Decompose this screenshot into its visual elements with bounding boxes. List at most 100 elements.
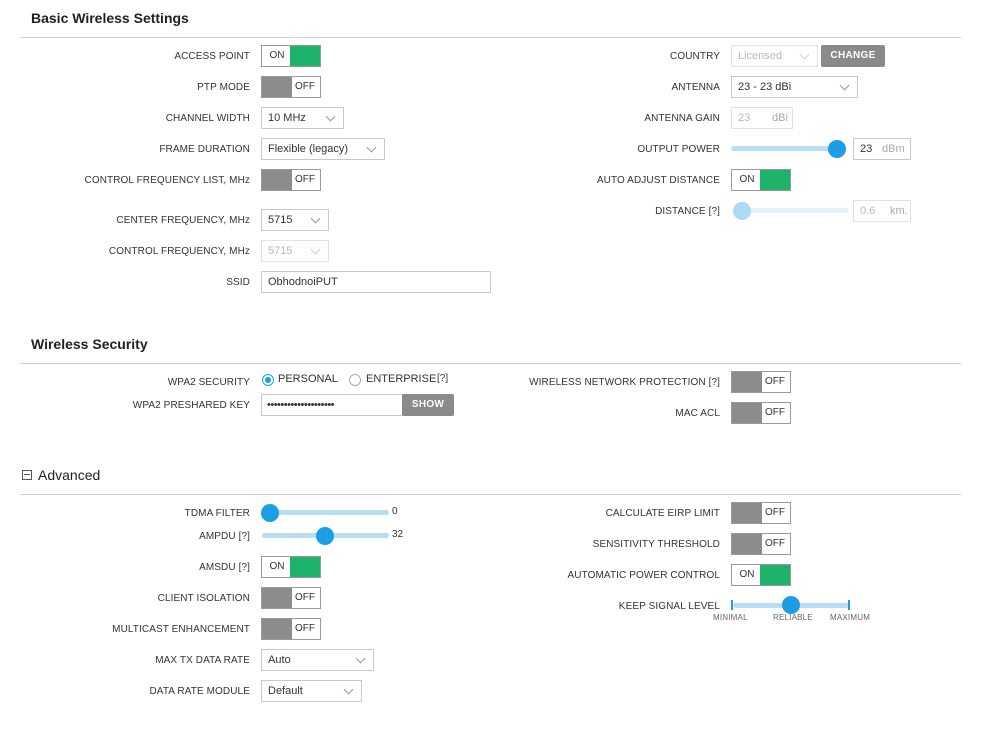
output-power-input[interactable]: 23 dBm — [853, 138, 911, 160]
client-isolation-label: CLIENT ISOLATION — [157, 593, 250, 604]
wireless-network-protection-label: WIRELESS NETWORK PROTECTION [?] — [529, 377, 720, 388]
output-power-label: OUTPUT POWER — [637, 144, 720, 155]
toggle-state: OFF — [295, 174, 315, 185]
channel-width-label: CHANNEL WIDTH — [165, 113, 250, 124]
antenna-select[interactable]: 23 - 23 dBi — [731, 76, 858, 98]
input-value: 23 — [738, 112, 751, 124]
control-frequency-list-toggle[interactable]: OFF — [261, 169, 321, 191]
section-divider — [20, 363, 961, 364]
ptp-mode-label: PTP MODE — [197, 82, 250, 93]
ssid-label: SSID — [226, 277, 250, 288]
scale-label-maximum: MAXIMUM — [830, 613, 871, 622]
toggle-state: OFF — [295, 592, 315, 603]
automatic-power-control-toggle[interactable]: ON — [731, 564, 791, 586]
section-title-basic-wireless: Basic Wireless Settings — [31, 10, 189, 26]
data-rate-module-select[interactable]: Default — [261, 680, 362, 702]
antenna-gain-label: ANTENNA GAIN — [644, 113, 720, 124]
wpa2-preshared-key-label: WPA2 PRESHARED KEY — [132, 400, 250, 411]
keep-signal-level-label: KEEP SIGNAL LEVEL — [618, 601, 720, 612]
max-tx-data-rate-select[interactable]: Auto — [261, 649, 374, 671]
toggle-state: ON — [739, 569, 755, 580]
tdma-filter-label: TDMA FILTER — [184, 508, 250, 519]
select-value: Licensed — [738, 50, 783, 62]
chevron-down-icon — [799, 49, 810, 60]
slider-tick — [731, 600, 733, 610]
control-frequency-select: 5715 — [261, 240, 329, 262]
frame-duration-label: FRAME DURATION — [159, 144, 250, 155]
select-value: 5715 — [268, 245, 293, 257]
toggle-state: ON — [269, 50, 285, 61]
output-power-slider-track[interactable] — [731, 146, 844, 151]
change-country-button[interactable]: CHANGE — [821, 45, 885, 67]
chevron-down-icon — [355, 653, 366, 664]
ampdu-label: AMPDU [?] — [199, 531, 250, 542]
ssid-input[interactable]: ObhodnoiPUT — [261, 271, 491, 293]
toggle-state: OFF — [295, 81, 315, 92]
data-rate-module-label: DATA RATE MODULE — [149, 686, 250, 697]
sensitivity-threshold-toggle[interactable]: OFF — [731, 533, 791, 555]
calculate-eirp-limit-label: CALCULATE EIRP LIMIT — [605, 508, 720, 519]
wpa2-enterprise-label: ENTERPRISE — [366, 373, 437, 385]
wpa2-preshared-key-input[interactable]: •••••••••••••••••••• — [261, 394, 403, 416]
input-value: •••••••••••••••••••• — [267, 399, 335, 411]
max-tx-data-rate-label: MAX TX DATA RATE — [155, 655, 250, 666]
section-title-advanced[interactable]: Advanced — [38, 467, 101, 483]
amsdu-toggle[interactable]: ON — [261, 556, 321, 578]
section-title-wireless-security: Wireless Security — [31, 336, 148, 352]
calculate-eirp-limit-toggle[interactable]: OFF — [731, 502, 791, 524]
output-power-slider-handle[interactable] — [828, 140, 847, 158]
ptp-mode-toggle[interactable]: OFF — [261, 76, 321, 98]
select-value: Default — [268, 685, 303, 697]
select-value: 23 - 23 dBi — [738, 81, 792, 93]
scale-label-minimal: MINIMAL — [713, 613, 748, 622]
access-point-toggle[interactable]: ON — [261, 45, 321, 67]
toggle-state: OFF — [295, 623, 315, 634]
multicast-enhancement-toggle[interactable]: OFF — [261, 618, 321, 640]
distance-label: DISTANCE [?] — [655, 206, 720, 217]
automatic-power-control-label: AUTOMATIC POWER CONTROL — [567, 570, 720, 581]
country-select: Licensed — [731, 45, 818, 67]
distance-input: 0.6 km. — [853, 200, 911, 222]
client-isolation-toggle[interactable]: OFF — [261, 587, 321, 609]
keep-signal-slider-handle[interactable] — [782, 596, 800, 614]
chevron-down-icon — [839, 80, 850, 91]
center-frequency-select[interactable]: 5715 — [261, 209, 329, 231]
toggle-state: OFF — [765, 407, 785, 418]
center-frequency-label: CENTER FREQUENCY, MHz — [116, 215, 250, 226]
channel-width-select[interactable]: 10 MHz — [261, 107, 344, 129]
chevron-down-icon — [310, 244, 321, 255]
chevron-down-icon — [343, 684, 354, 695]
toggle-state: OFF — [765, 538, 785, 549]
ampdu-slider-handle[interactable] — [316, 527, 334, 545]
tdma-filter-slider-track[interactable] — [262, 510, 389, 515]
collapse-icon[interactable] — [22, 470, 32, 480]
antenna-gain-input: 23 dBi — [731, 107, 793, 129]
mac-acl-toggle[interactable]: OFF — [731, 402, 791, 424]
wireless-network-protection-toggle[interactable]: OFF — [731, 371, 791, 393]
select-value: Auto — [268, 654, 291, 666]
ampdu-value: 32 — [392, 529, 404, 540]
unit-label: dBm — [882, 143, 905, 155]
control-frequency-list-label: CONTROL FREQUENCY LIST, MHz — [84, 175, 250, 186]
frame-duration-select[interactable]: Flexible (legacy) — [261, 138, 385, 160]
tdma-filter-value: 0 — [392, 506, 398, 517]
wpa2-personal-label: PERSONAL — [278, 373, 338, 385]
auto-adjust-distance-toggle[interactable]: ON — [731, 169, 791, 191]
unit-label: dBi — [772, 112, 788, 124]
wpa2-personal-radio[interactable] — [262, 374, 274, 386]
select-value: Flexible (legacy) — [268, 143, 349, 155]
section-divider — [20, 494, 961, 495]
multicast-enhancement-label: MULTICAST ENHANCEMENT — [112, 624, 250, 635]
wpa2-security-label: WPA2 SECURITY — [167, 377, 250, 388]
show-key-button[interactable]: SHOW — [402, 394, 454, 416]
wpa2-help-link[interactable]: [?] — [437, 373, 449, 384]
input-value: 23 — [860, 143, 873, 155]
toggle-state: OFF — [765, 376, 785, 387]
slider-tick — [848, 600, 850, 610]
tdma-filter-slider-handle[interactable] — [261, 504, 279, 522]
mac-acl-label: MAC ACL — [675, 408, 720, 419]
amsdu-label: AMSDU [?] — [199, 562, 250, 573]
select-value: 10 MHz — [268, 112, 306, 124]
wpa2-enterprise-radio[interactable] — [349, 374, 361, 386]
input-value: 0.6 — [860, 205, 876, 217]
